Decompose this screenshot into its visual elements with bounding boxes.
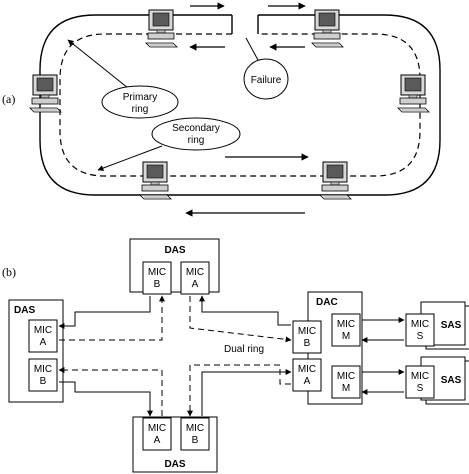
station-left-das-title: DAS	[14, 305, 35, 316]
station-sas-2-title: SAS	[441, 375, 462, 386]
svg-text:B: B	[192, 435, 199, 446]
failure-callout	[243, 58, 289, 100]
svg-text:M: M	[342, 331, 350, 342]
computer-right	[397, 74, 430, 113]
computer-left	[29, 74, 62, 113]
mic-sas2-s: MIC S	[405, 365, 435, 399]
svg-text:MIC: MIC	[298, 364, 316, 375]
svg-text:B: B	[304, 338, 311, 349]
panel-b: (b) DAS DAS DAS DAC SAS SAS MIC B MIC A …	[2, 238, 469, 473]
mic-top-a: MIC A	[180, 261, 210, 295]
mic-dac-m1: MIC M	[331, 313, 361, 347]
svg-text:A: A	[304, 376, 311, 387]
svg-text:MIC: MIC	[148, 423, 166, 434]
mic-left-a: MIC A	[28, 319, 58, 353]
mic-top-b: MIC B	[142, 261, 172, 295]
primary-ring	[39, 14, 441, 196]
secondary-ring-label-line2: ring	[188, 135, 205, 146]
svg-text:MIC: MIC	[148, 267, 166, 278]
computer-bottom-right	[319, 161, 352, 200]
svg-text:MIC: MIC	[411, 319, 429, 330]
primary-ring-callout	[101, 85, 179, 119]
svg-text:MIC: MIC	[298, 326, 316, 337]
mic-dac-a: MIC A	[292, 358, 322, 392]
svg-text:MIC: MIC	[411, 371, 429, 382]
svg-text:M: M	[342, 383, 350, 394]
computer-top-left	[145, 9, 178, 48]
svg-text:MIC: MIC	[337, 371, 355, 382]
mic-left-b: MIC B	[28, 358, 58, 392]
station-bottom-das-title: DAS	[164, 459, 185, 470]
secondary-ring	[59, 33, 421, 177]
svg-text:A: A	[154, 435, 161, 446]
computer-top-right	[311, 9, 344, 48]
svg-text:A: A	[192, 279, 199, 290]
svg-text:MIC: MIC	[34, 364, 52, 375]
svg-text:A: A	[40, 337, 47, 348]
mic-dac-b: MIC B	[292, 320, 322, 354]
primary-ring-label-line2: ring	[132, 104, 149, 115]
computer-bottom-left	[139, 161, 172, 200]
primary-ring-label-line1: Primary	[123, 92, 157, 103]
station-sas-1-title: SAS	[441, 320, 462, 331]
failure-label: Failure	[251, 75, 282, 86]
svg-text:MIC: MIC	[337, 319, 355, 330]
panel-b-label: (b)	[2, 265, 16, 279]
svg-text:MIC: MIC	[186, 267, 204, 278]
svg-text:S: S	[417, 383, 424, 394]
svg-text:B: B	[40, 376, 47, 387]
svg-text:S: S	[417, 331, 424, 342]
mic-sas1-s: MIC S	[405, 313, 435, 347]
secondary-ring-callout	[151, 117, 241, 151]
station-top-das-title: DAS	[164, 245, 185, 256]
dual-ring-primary	[58, 295, 292, 417]
panel-a-label: (a)	[2, 92, 15, 106]
secondary-ring-label-line1: Secondary	[172, 123, 220, 134]
svg-text:MIC: MIC	[186, 423, 204, 434]
mic-dac-m2: MIC M	[331, 365, 361, 399]
dual-ring-secondary	[58, 295, 292, 417]
svg-text:MIC: MIC	[34, 325, 52, 336]
dual-ring-label: Dual ring	[224, 344, 264, 355]
panel-a: (a) Failure Primary ring Seconda	[2, 2, 441, 217]
svg-text:B: B	[154, 279, 161, 290]
mic-bottom-b: MIC B	[180, 417, 210, 451]
mic-bottom-a: MIC A	[142, 417, 172, 451]
station-dac-title: DAC	[316, 297, 338, 308]
